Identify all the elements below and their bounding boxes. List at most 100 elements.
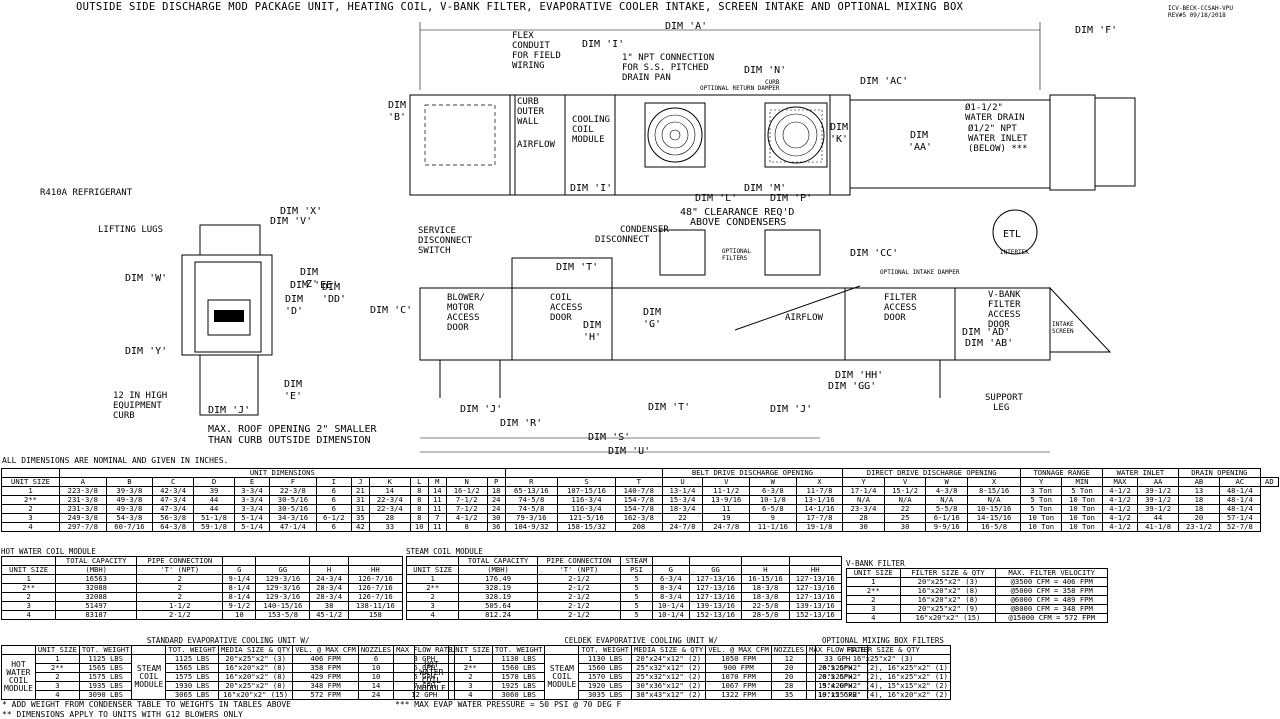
dim-w-label: DIM 'W' — [125, 273, 167, 284]
table-cell: 5 — [620, 610, 653, 620]
table-cell: 39-3/8 — [105, 486, 154, 496]
table-cell: 6 — [315, 495, 352, 505]
table-cell: 4-1/2 — [1101, 522, 1139, 532]
table-cell: 4 — [0, 522, 61, 532]
dim-m-label: DIM 'M' — [744, 183, 786, 194]
table-cell: 23-1/2 — [1177, 522, 1220, 532]
side-label: HOT WATER COIL MODULE — [414, 654, 449, 700]
steam-side-label: STEAM COIL MODULE — [131, 654, 167, 700]
table-cell: 48-1/4 — [1218, 495, 1261, 505]
table-cell: 140-15/16 — [255, 601, 311, 611]
table-cell: 116-3/4 — [556, 504, 616, 514]
table-cell: 39 — [193, 486, 235, 496]
table-cell: @8000 CFM = 348 FPM — [995, 604, 1108, 614]
unit-dims-col-header: AC — [1218, 477, 1261, 487]
col-header: TOT. WEIGHT — [491, 645, 546, 655]
table-cell: 3-3/4 — [233, 504, 271, 514]
table-cell: 8 — [409, 486, 429, 496]
table-cell: 129-3/16 — [255, 574, 311, 584]
table-cell: 30-5/16 — [269, 495, 317, 505]
blank-header — [1, 645, 36, 655]
table-cell: 2** — [34, 663, 80, 673]
table-cell: 152-13/16 — [788, 610, 843, 620]
unit-dims-col-header: C — [152, 477, 195, 487]
table-cell: 5 Ton — [1061, 486, 1103, 496]
standard-evap-table: STANDARD EVAPORATIVE COOLING UNIT W/ UNI… — [1, 637, 456, 700]
col-header — [651, 556, 690, 566]
table-cell: 328.19 — [458, 583, 538, 593]
table-cell: 14-1/16 — [795, 504, 844, 514]
col-header: 'T' (NPT) — [536, 565, 622, 575]
col-header: STEAM — [620, 556, 653, 566]
table-cell: 42 — [350, 522, 370, 532]
blank-header — [414, 645, 449, 655]
table-cell: 1565 LBS — [165, 663, 219, 673]
col-header — [741, 556, 790, 566]
table-cell: 2 — [447, 672, 493, 682]
table-cell: 1 — [0, 574, 57, 584]
table-cell: 4-1/2 — [1101, 504, 1139, 514]
table-cell: 6-3/8 — [749, 486, 797, 496]
dim-hh-label: DIM 'HH' — [835, 370, 883, 381]
table-cell: 47-3/4 — [152, 504, 195, 514]
table-cell: 16-1/2 — [445, 486, 488, 496]
table-cell: 74-5/8 — [504, 504, 558, 514]
table-cell: 129-3/16 — [255, 583, 311, 593]
table-cell: 5-1/4 — [233, 522, 271, 532]
table-cell: 158-15/32 — [556, 522, 616, 532]
table-cell: 32088 — [55, 583, 138, 593]
col-header: NOZZLES — [770, 645, 808, 655]
table-cell: 9 — [749, 513, 797, 523]
airflow-label-1: AIRFLOW — [517, 140, 556, 150]
table-cell: 20"x25"x2" (3) — [217, 654, 294, 664]
table-cell: 11-1/16 — [749, 522, 797, 532]
table-cell: 21 — [350, 486, 370, 496]
table-cell: 9-1/2 — [222, 601, 257, 611]
table-cell: 6 — [357, 654, 395, 664]
table-cell: 15-1/2 — [883, 486, 927, 496]
table-cell: 18 — [486, 486, 506, 496]
table-cell: 22-5/8 — [741, 601, 790, 611]
dim-i-bottom: DIM 'I' — [570, 183, 612, 194]
col-header — [788, 556, 843, 566]
unit-dims-col-header: K — [368, 477, 411, 487]
table-cell: 152-13/16 — [688, 610, 743, 620]
dim-cc-label: DIM 'CC' — [850, 248, 898, 259]
blank-header — [544, 645, 580, 655]
table-cell: 11-1/2 — [702, 486, 751, 496]
dim-x-label: DIM 'X' — [280, 206, 322, 217]
table-cell: 4-3/8 — [925, 486, 968, 496]
table-cell: 231-3/8 — [59, 504, 107, 514]
table-cell: 3 — [405, 601, 460, 611]
table-cell: 64-3/8 — [152, 522, 195, 532]
unit-dims-col-header: U — [661, 477, 704, 487]
table-cell: 18-3/8 — [741, 592, 790, 602]
table-cell: 8 — [409, 504, 429, 514]
table-cell: 129-3/16 — [255, 592, 311, 602]
col-header — [688, 556, 743, 566]
table-row: 2**16"x20"x2" (8)@5000 CFM = 358 FPM — [846, 586, 1108, 596]
dim-r-label: DIM 'R' — [500, 418, 542, 429]
table-cell: 2** — [447, 663, 493, 673]
table-cell: 16"x20"x2" (15) — [899, 613, 997, 623]
group-belt-drive: BELT DRIVE DISCHARGE OPENING — [661, 468, 844, 478]
table-cell: 2-1/2 — [536, 583, 622, 593]
table-cell: 4 — [447, 690, 493, 700]
table-cell: 3065 LBS — [165, 690, 219, 700]
table-cell: 8-3/4 — [651, 583, 690, 593]
table-cell: 13 — [1177, 486, 1220, 496]
curb-label: CURB — [765, 79, 780, 86]
table-cell: 28 — [368, 513, 411, 523]
